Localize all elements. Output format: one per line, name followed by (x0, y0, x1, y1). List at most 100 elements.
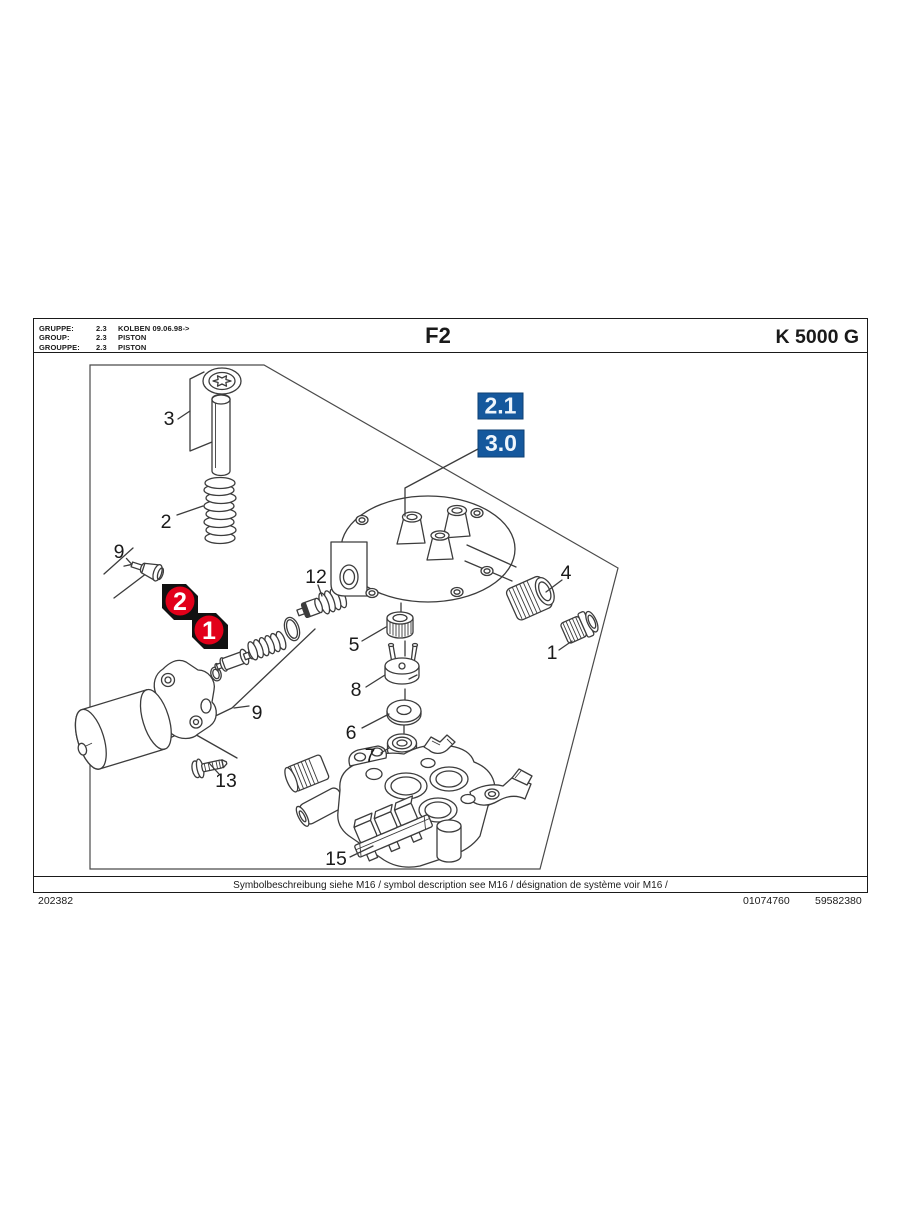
gearbox-port (200, 698, 212, 714)
gearbox-bolt (189, 715, 203, 729)
part15-terminal-block (353, 795, 433, 862)
group-label-en: GROUP: (39, 333, 70, 343)
boss-hole (473, 510, 481, 516)
coil (204, 476, 236, 490)
screw-threads (203, 760, 221, 772)
gearbox-boss (160, 672, 176, 688)
part3-washer-pin (202, 367, 242, 477)
group-header: GRUPPE: 2.3 KOLBEN 09.06.98-> GROUP: 2.3… (39, 324, 190, 353)
piston-assembly (210, 616, 301, 682)
marker-1: 1 (192, 613, 228, 649)
coil (269, 632, 281, 653)
pin-top (211, 394, 231, 405)
port-hole (390, 776, 422, 796)
coil (264, 634, 276, 655)
ref-box-3-0-rect (477, 429, 525, 458)
part-label-3: 3 (164, 408, 175, 430)
o-ring-outer (210, 666, 222, 682)
washer-face (386, 699, 422, 723)
gearbox-bolt-hole (192, 718, 200, 726)
small-o-ring (210, 666, 222, 682)
cage-pin (398, 662, 406, 670)
clamp-lines (431, 738, 453, 746)
valve-face (156, 567, 165, 581)
boss-hole (483, 568, 491, 574)
inlet-fitting (284, 754, 330, 793)
part-label-15: 15 (325, 848, 347, 870)
stack-axis-lines (400, 602, 406, 789)
cylinder-b-hole (451, 507, 463, 514)
marker-2: 2 (162, 584, 198, 620)
marker-1-circle (194, 615, 224, 645)
coil (258, 637, 270, 657)
part8-leader (365, 674, 386, 688)
body-right-cylinder (436, 819, 462, 863)
coil (247, 641, 259, 661)
port-hole (424, 801, 452, 819)
ref-box-2-1: 2.1 (477, 392, 524, 420)
body-right-wing (469, 776, 532, 806)
ref-box-2-1-label: 2.1 (485, 393, 517, 419)
pump-body (284, 734, 533, 868)
part1-plug (560, 610, 599, 644)
part2-spring (176, 476, 237, 545)
star-washer-rim (208, 371, 236, 391)
ref-box-3-0: 3.0 (477, 429, 525, 458)
cylinder-c-hole (434, 532, 446, 539)
o-ring-inner (212, 668, 220, 680)
plug-threads (562, 616, 585, 643)
label-leaders (349, 448, 573, 858)
content-frame: GRUPPE: 2.3 KOLBEN 09.06.98-> GROUP: 2.3… (33, 318, 868, 893)
part-label-9-top: 9 (114, 541, 125, 563)
part-label-2: 2 (161, 511, 172, 533)
port-hole (435, 770, 463, 788)
part4-coupling (505, 575, 555, 621)
coupling-threads (508, 580, 542, 620)
model-name: K 5000 G (775, 326, 859, 348)
small-port (460, 793, 476, 805)
block (353, 812, 378, 844)
cylinder-b-cap (446, 504, 468, 517)
group-name-fr: PISTON (118, 342, 147, 352)
piston (214, 648, 255, 672)
part-label-12: 12 (305, 566, 327, 588)
part3-bracket (189, 371, 213, 452)
inlet-end (284, 766, 299, 793)
wing-bracket-line (514, 770, 522, 779)
part5-knurled-nut (386, 611, 414, 639)
cage-top (384, 657, 420, 675)
coil (275, 630, 287, 651)
spout-hole (298, 810, 307, 823)
nut-knurling (389, 621, 412, 637)
cylinder-a-cap (401, 511, 423, 523)
part6-leader (361, 713, 390, 729)
prong-cap (411, 642, 419, 648)
cylinder-head (330, 495, 599, 644)
cylinder-a-hole (406, 513, 418, 521)
part6-washer (386, 699, 422, 726)
valve-tip (123, 557, 133, 567)
drum-seam (139, 689, 166, 750)
boss (470, 507, 484, 519)
large-o-ring (283, 616, 301, 642)
boss (365, 587, 379, 599)
cylinder-body (436, 825, 462, 863)
piston-spring (247, 630, 287, 661)
screw-tip (221, 759, 228, 769)
o-ring-outer (283, 616, 301, 642)
block-top (353, 812, 373, 828)
part-label-13: 13 (215, 770, 237, 792)
small-port (365, 767, 383, 781)
boss-hole (358, 517, 366, 523)
part-label-7: 7 (365, 745, 376, 767)
marker-2-number: 2 (173, 588, 187, 616)
motor-drum (74, 688, 172, 770)
part9-bottom-leader (233, 705, 250, 709)
nut-hole (392, 613, 408, 623)
insert-band (301, 602, 311, 618)
wing-hole (484, 788, 500, 800)
part-label-5: 5 (349, 634, 360, 656)
part3-leader (177, 410, 191, 420)
group-name-de: KOLBEN 09.06.98-> (118, 323, 190, 333)
